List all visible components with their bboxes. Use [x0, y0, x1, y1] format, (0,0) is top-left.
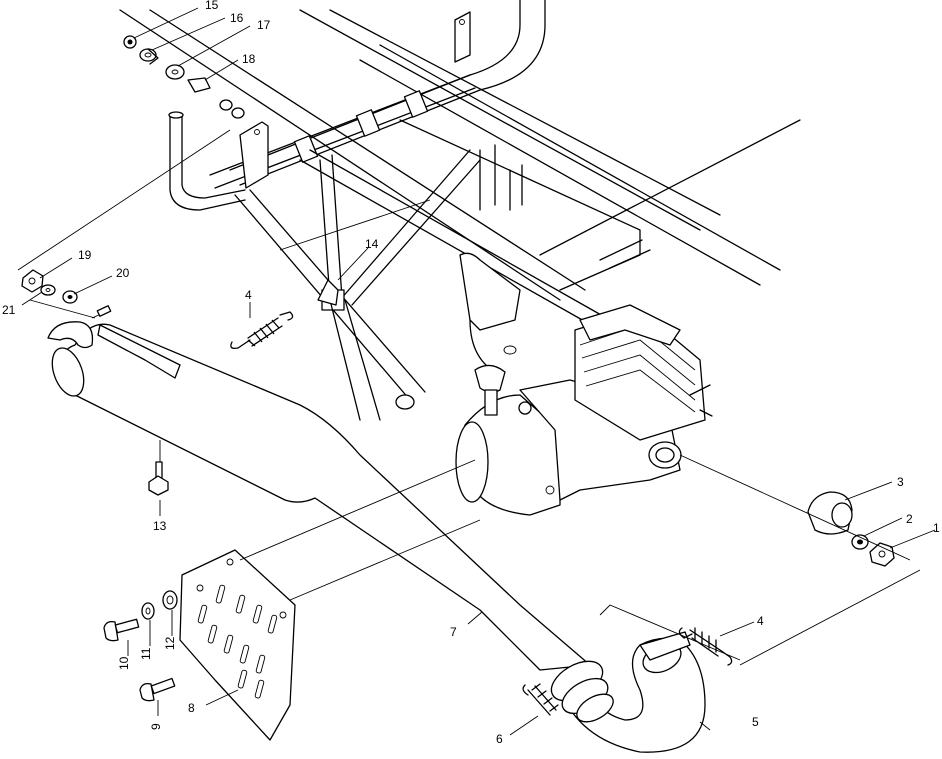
callout-11: 11 — [139, 647, 153, 660]
callout-13: 13 — [153, 519, 167, 533]
callout-labels: 15 16 17 18 19 20 21 4 14 13 10 11 12 9 … — [2, 0, 940, 746]
nut-19 — [21, 269, 44, 293]
spring-6 — [522, 683, 559, 716]
grommet-20 — [62, 290, 78, 304]
engine — [455, 304, 713, 516]
heat-shield — [179, 549, 296, 741]
washers-mount — [219, 99, 245, 119]
callout-15: 15 — [205, 0, 219, 12]
callout-1: 1 — [933, 521, 940, 535]
callout-4-upper: 4 — [245, 288, 252, 302]
washer-2 — [851, 534, 869, 550]
callout-16: 16 — [230, 11, 244, 25]
callout-6: 6 — [496, 732, 503, 746]
bushing-18 — [187, 77, 211, 93]
callout-14: 14 — [365, 237, 379, 251]
callout-19: 19 — [78, 248, 92, 262]
washer-11 — [141, 602, 155, 620]
callout-7: 7 — [450, 625, 457, 639]
callout-leaders — [21, 7, 936, 736]
callout-20: 20 — [116, 266, 130, 280]
callout-12: 12 — [163, 636, 177, 650]
callout-8: 8 — [188, 701, 195, 715]
bolt-9 — [139, 677, 176, 702]
spring-4-lower — [678, 627, 733, 666]
callout-3: 3 — [897, 475, 904, 489]
nut-1 — [869, 542, 895, 567]
nut-15 — [123, 35, 137, 49]
bracket-14 — [317, 279, 339, 306]
callout-4-lower: 4 — [757, 614, 764, 628]
callout-9: 9 — [149, 723, 163, 730]
hardware — [21, 35, 895, 716]
gasket-flange-3 — [807, 491, 853, 535]
spring-4-upper — [230, 311, 294, 350]
bolt-10 — [103, 618, 140, 642]
washer-17 — [165, 64, 185, 80]
bolt-13 — [148, 461, 169, 496]
callout-5: 5 — [752, 715, 759, 729]
callout-17: 17 — [257, 18, 271, 32]
vehicle-frame — [119, 0, 801, 421]
washer-12 — [162, 590, 178, 610]
reference-lines — [17, 129, 921, 666]
callout-2: 2 — [906, 512, 913, 526]
callout-10: 10 — [117, 656, 131, 670]
head-pipe — [550, 631, 706, 753]
callout-18: 18 — [242, 52, 256, 66]
washer-21 — [40, 284, 56, 296]
muffler-assembly — [47, 305, 591, 671]
callout-21: 21 — [2, 303, 16, 317]
bushing-16 — [139, 48, 159, 65]
